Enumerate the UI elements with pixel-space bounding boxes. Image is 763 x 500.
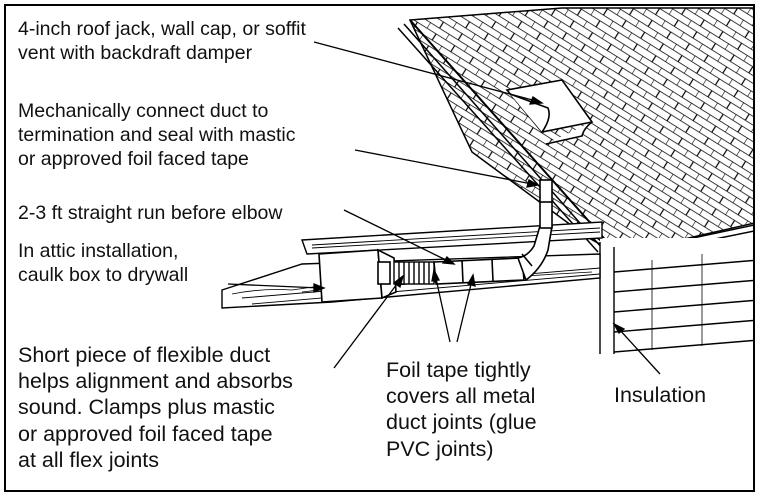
label-straight-run: 2-3 ft straight run before elbow	[18, 202, 283, 226]
metal-duct	[433, 179, 553, 285]
label-termination: 4-inch roof jack, wall cap, or soffit ve…	[18, 18, 306, 66]
label-foil-tape: Foil tape tightly covers all metal duct …	[386, 357, 537, 462]
bathroom-exhaust-illustration	[221, 7, 753, 375]
label-insulation: Insulation	[614, 382, 707, 409]
exterior-wall-siding	[599, 238, 753, 356]
leader-lines	[227, 41, 661, 375]
diagram-frame: 4-inch roof jack, wall cap, or soffit ve…	[4, 4, 755, 492]
label-flexible-duct: Short piece of flexible duct helps align…	[18, 342, 293, 474]
roof-jack	[505, 79, 594, 145]
label-attic-installation: In attic installation, caulk box to dryw…	[18, 240, 189, 288]
label-connect-duct: Mechanically connect duct to termination…	[18, 100, 296, 172]
exhaust-fan-box	[318, 248, 397, 303]
